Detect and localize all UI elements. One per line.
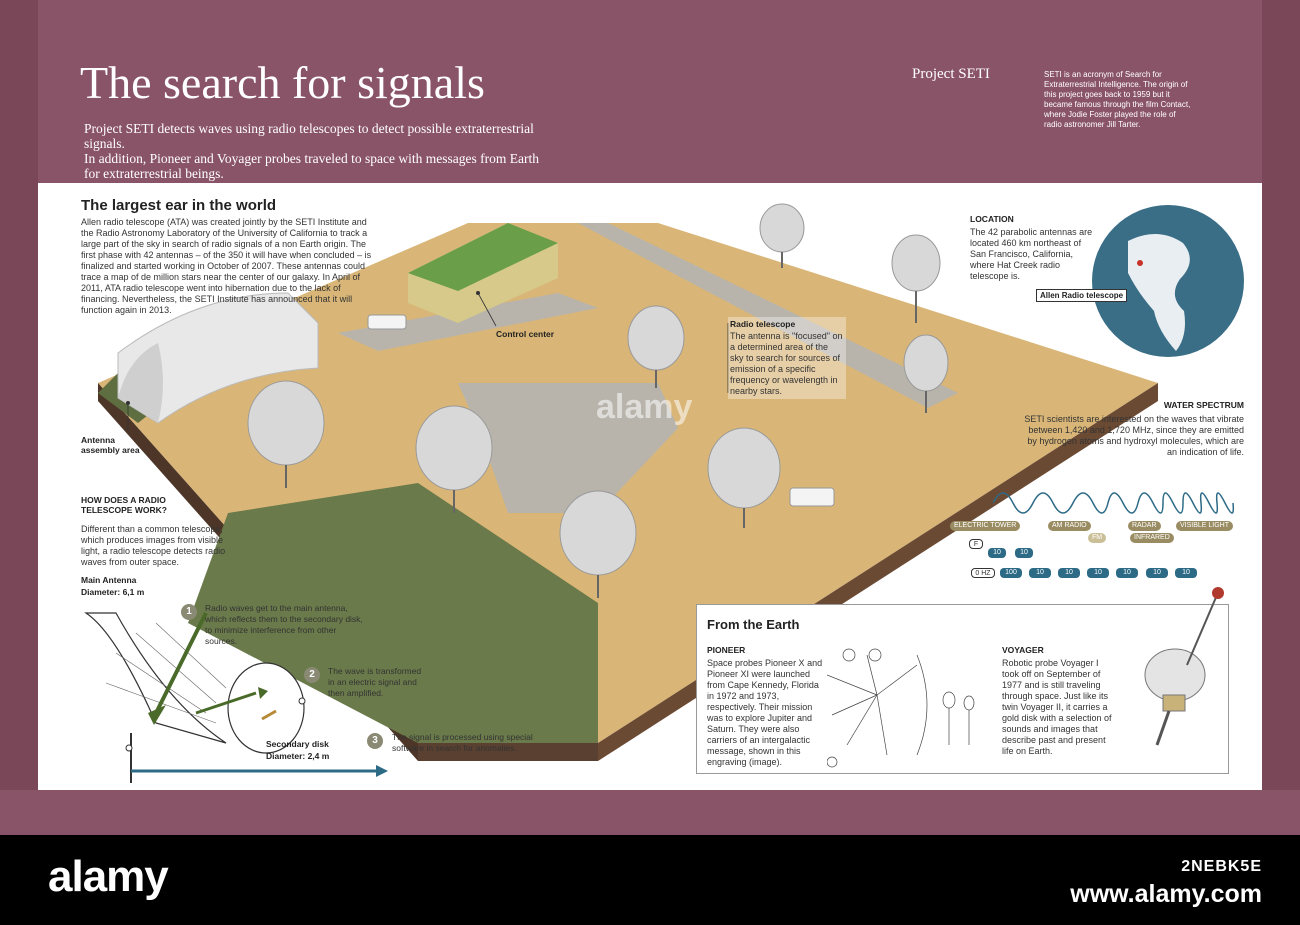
main-content: The largest ear in the world Allen radio… bbox=[38, 183, 1262, 790]
project-seti-description: SETI is an acronym of Search for Extrate… bbox=[1044, 70, 1191, 129]
band-electric-tower: ELECTRIC TOWER bbox=[950, 521, 1021, 531]
intro-text: Project SETI detects waves using radio t… bbox=[84, 121, 554, 181]
pioneer-title: PIONEER bbox=[707, 645, 746, 655]
band-fm: FM bbox=[1088, 533, 1107, 543]
secondary-disk-diameter: Diameter: 2,4 m bbox=[266, 751, 330, 761]
control-center-label: Control center bbox=[496, 329, 555, 339]
freq-row1-a: 10 bbox=[988, 548, 1006, 558]
dish-legs bbox=[285, 252, 927, 598]
band-visible-light: VISIBLE LIGHT bbox=[1176, 521, 1234, 531]
step-3-number: 3 bbox=[367, 733, 383, 749]
step-1-text: Radio waves get to the main antenna, whi… bbox=[205, 603, 363, 646]
step-3-text: The signal is processed using special so… bbox=[392, 732, 533, 753]
center-watermark: alamy bbox=[596, 388, 693, 426]
main-antenna-label: Main Antenna bbox=[81, 575, 137, 585]
water-spectrum-text: SETI scientists are interested on the wa… bbox=[1024, 414, 1244, 457]
location-text: The 42 parabolic antennas are located 46… bbox=[970, 227, 1093, 281]
freq-step-8: 10 bbox=[1175, 568, 1197, 578]
step-2-number: 2 bbox=[304, 667, 320, 683]
antenna-assembly-label: Antenna assembly area bbox=[81, 435, 140, 455]
assembly-hangar bbox=[117, 292, 319, 424]
pickup-truck bbox=[789, 487, 835, 507]
freq-step-4: 10 bbox=[1058, 568, 1080, 578]
freq-100: 100 bbox=[1000, 568, 1022, 578]
freq-row1-b: 10 bbox=[1015, 548, 1033, 558]
globe-icon bbox=[1092, 205, 1244, 357]
radio-telescope-callout: Radio telescope The antenna is "focused"… bbox=[728, 317, 846, 399]
step-2-text: The wave is transformed in an electric s… bbox=[328, 666, 422, 698]
page-title: The search for signals bbox=[80, 57, 485, 108]
road bbox=[338, 293, 598, 351]
watermark-bar bbox=[0, 835, 1300, 925]
voyager-probe-icon bbox=[1144, 587, 1224, 746]
wave-graphic bbox=[993, 492, 1235, 514]
intro-line-2: In addition, Pioneer and Voyager probes … bbox=[84, 151, 539, 181]
voyager-text: Robotic probe Voyager I took off on Sept… bbox=[1002, 658, 1112, 756]
pioneer-plaque-engraving bbox=[827, 648, 975, 768]
band-infrared: INFRARED bbox=[1130, 533, 1174, 543]
allen-telescope-globe-label: Allen Radio telescope bbox=[1036, 289, 1128, 302]
vegetation bbox=[188, 483, 598, 743]
site-marker bbox=[1137, 260, 1143, 266]
voyager-title: VOYAGER bbox=[1002, 645, 1044, 655]
left-margin-band bbox=[0, 0, 38, 835]
freq-step-6: 10 bbox=[1116, 568, 1138, 578]
from-earth-title: From the Earth bbox=[707, 617, 800, 632]
freq-0hz: 0 HZ bbox=[971, 568, 995, 578]
image-id: 2NEBK5E bbox=[1181, 858, 1262, 875]
alamy-logo: alamy bbox=[48, 852, 169, 901]
radio-telescope-title: Radio telescope bbox=[730, 319, 796, 329]
header: The search for signals Project SETI dete… bbox=[38, 0, 1262, 183]
how-it-works-text: Different than a common telescope, which… bbox=[81, 524, 226, 567]
how-it-works-title: HOW DOES A RADIO TELESCOPE WORK? bbox=[81, 495, 167, 515]
step-1-number: 1 bbox=[181, 604, 197, 620]
radio-telescope-diagram bbox=[84, 612, 388, 783]
intro-line-1: Project SETI detects waves using radio t… bbox=[84, 121, 534, 151]
largest-ear-title: The largest ear in the world bbox=[81, 197, 277, 214]
main-antenna-diameter: Diameter: 6,1 m bbox=[81, 587, 145, 597]
radio-telescope-text: The antenna is "focused" on a determined… bbox=[730, 331, 843, 396]
band-radar: RADAR bbox=[1128, 521, 1161, 531]
freq-step-3: 10 bbox=[1029, 568, 1051, 578]
from-the-earth-box: From the Earth PIONEER Space probes Pion… bbox=[696, 587, 1229, 774]
pioneer-text: Space probes Pioneer X and Pioneer XI we… bbox=[707, 658, 823, 767]
largest-ear-text: Allen radio telescope (ATA) was created … bbox=[81, 217, 372, 315]
telescope-site-illustration bbox=[98, 203, 1158, 761]
footer-band bbox=[0, 790, 1300, 835]
freq-step-7: 10 bbox=[1146, 568, 1168, 578]
secondary-disk-label: Secondary disk bbox=[266, 739, 329, 749]
band-am-radio: AM RADIO bbox=[1048, 521, 1091, 531]
water-spectrum-title: WATER SPECTRUM bbox=[1163, 400, 1244, 410]
project-seti-label: Project SETI bbox=[912, 66, 990, 82]
location-title: LOCATION bbox=[970, 214, 1014, 224]
freq-f-label: F bbox=[969, 539, 983, 549]
freq-step-5: 10 bbox=[1087, 568, 1109, 578]
alamy-site: www.alamy.com bbox=[1070, 880, 1262, 908]
right-margin-band bbox=[1262, 0, 1300, 835]
